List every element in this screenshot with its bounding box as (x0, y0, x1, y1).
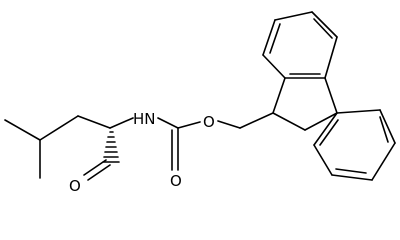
carbonyl-oxygen-label: O (170, 172, 182, 190)
carbamate-linker (157, 112, 274, 171)
fluorene-top-benzene-ring (262, 11, 338, 79)
ester-oxygen-label: O (203, 113, 215, 131)
hashed-stereo-bond (102, 131, 120, 163)
fmoc-leucinal-structure-diagram: HN O O O (4, 11, 396, 195)
leucinal-backbone (4, 115, 134, 181)
fluorene-five-membered-ring (272, 77, 338, 131)
aldehyde-oxygen-label: O (69, 177, 81, 195)
fluorene-bottom-benzene-ring (313, 109, 396, 181)
amine-nitrogen-label: HN (133, 110, 156, 128)
